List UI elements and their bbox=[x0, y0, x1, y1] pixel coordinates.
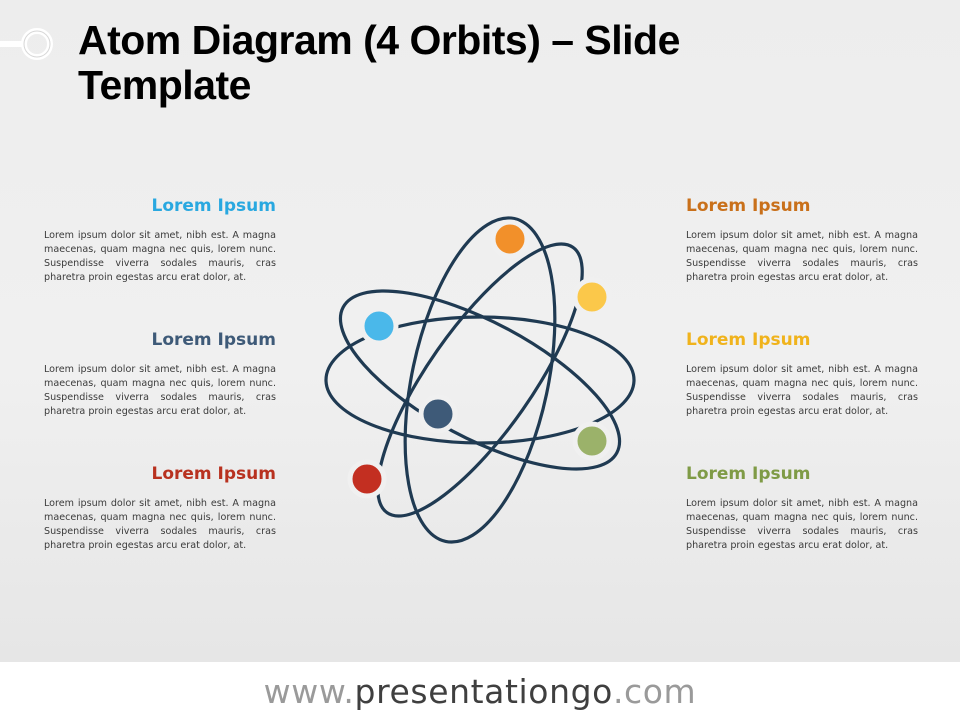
block-body: Lorem ipsum dolor sit amet, nibh est. A … bbox=[44, 230, 276, 283]
block-body: Lorem ipsum dolor sit amet, nibh est. A … bbox=[686, 230, 918, 283]
block-body: Lorem ipsum dolor sit amet, nibh est. A … bbox=[44, 364, 276, 417]
block-heading: Lorem Ipsum bbox=[686, 196, 811, 216]
block-heading: Lorem Ipsum bbox=[686, 464, 811, 484]
slide-title: Atom Diagram (4 Orbits) – Slide Template bbox=[78, 17, 680, 108]
block-heading: Lorem Ipsum bbox=[151, 196, 277, 216]
electron-orange bbox=[490, 219, 530, 259]
block-heading: Lorem Ipsum bbox=[151, 464, 277, 484]
electron-red bbox=[347, 459, 387, 499]
nucleus bbox=[418, 394, 458, 434]
electron-yellow bbox=[572, 277, 612, 317]
block-body: Lorem ipsum dolor sit amet, nibh est. A … bbox=[44, 498, 276, 551]
text-block-left-3: Lorem Ipsum Lorem ipsum dolor sit amet, … bbox=[44, 463, 276, 553]
electron-light-blue bbox=[359, 306, 399, 346]
footer-website: www.presentationgo.com bbox=[0, 662, 960, 720]
text-block-right-1: Lorem Ipsum Lorem ipsum dolor sit amet, … bbox=[686, 195, 918, 285]
text-block-left-2: Lorem Ipsum Lorem ipsum dolor sit amet, … bbox=[44, 329, 276, 419]
text-block-right-2: Lorem Ipsum Lorem ipsum dolor sit amet, … bbox=[686, 329, 918, 419]
orbit-diagonal-2 bbox=[376, 242, 584, 518]
text-block-left-1: Lorem Ipsum Lorem ipsum dolor sit amet, … bbox=[44, 195, 276, 285]
slide: Atom Diagram (4 Orbits) – Slide Template… bbox=[0, 0, 960, 662]
atom-diagram bbox=[324, 216, 636, 544]
block-body: Lorem ipsum dolor sit amet, nibh est. A … bbox=[686, 364, 918, 417]
electron-green bbox=[572, 421, 612, 461]
text-block-right-3: Lorem Ipsum Lorem ipsum dolor sit amet, … bbox=[686, 463, 918, 553]
orbit-vertical bbox=[403, 216, 557, 544]
logo-ring-icon bbox=[0, 28, 53, 60]
block-heading: Lorem Ipsum bbox=[151, 330, 277, 350]
footer-suffix: .com bbox=[612, 671, 697, 711]
orbit-diagonal-1 bbox=[338, 289, 622, 471]
block-body: Lorem ipsum dolor sit amet, nibh est. A … bbox=[686, 498, 918, 551]
footer-domain: presentationgo bbox=[354, 671, 613, 711]
block-heading: Lorem Ipsum bbox=[686, 330, 811, 350]
footer-prefix: www. bbox=[263, 671, 355, 711]
